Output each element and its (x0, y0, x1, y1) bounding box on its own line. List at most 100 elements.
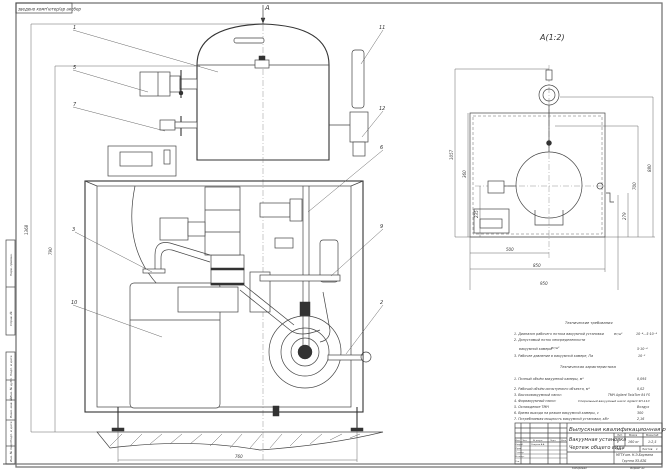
sig-header-date: Дата (560, 440, 567, 442)
sig-row-developer: Разраб. (516, 443, 524, 446)
dim-side-frame-height: 360 (462, 170, 467, 178)
col-header-mass: Масса (629, 433, 638, 437)
title-block: Выпускная квалификационная работа Вакуум… (514, 422, 666, 470)
dim-side-bottom: 950 (540, 281, 548, 286)
callout-leaders (72, 29, 384, 355)
tech-req-1-unit: Вт/м³ (614, 332, 623, 336)
dim-side-low-right: 279 (622, 212, 627, 220)
callout-3: 3 (72, 227, 75, 233)
side-stamp-7: Инв. № подл. (9, 441, 13, 462)
lit-value: У (617, 440, 620, 444)
side-stamp-3: Подп. и дата (9, 355, 13, 376)
side-stamp-1: Перв. примен. (9, 253, 13, 276)
sheets-label: Листов (641, 447, 653, 451)
callout-7: 7 (73, 102, 77, 108)
dim-side-low-left: 235 (474, 210, 479, 218)
top-left-stamp-text: зведено комп'ютер/ар аксбер (18, 7, 81, 12)
tech-req-1-value: 10⁻⁴...5·10⁻⁴ (636, 332, 657, 336)
work-type: Выпускная квалификационная работа (569, 427, 666, 433)
vacuum-chamber (196, 23, 330, 161)
col-header-lit: Лит. (616, 433, 623, 437)
tech-req-4-value: 10⁻² (638, 354, 646, 358)
dim-side-overall-height: 1057 (449, 149, 454, 160)
tech-char-4: 4. Форвакуумный насос: (514, 399, 556, 403)
technical-requirements: Технические требования 1. Диапазон рабоч… (514, 321, 657, 358)
dim-side-width: 850 (533, 263, 541, 268)
sig-row-tcontrol: Т.контр. (516, 452, 525, 454)
developer-name: Смирнов А.А. (531, 443, 545, 446)
col-header-scale: Масштаб (646, 433, 659, 437)
format-label: Формат А1 (630, 466, 645, 470)
dim-front-frame-height: 790 (48, 247, 53, 255)
tech-char-1-value: 0,095 (637, 377, 646, 381)
callout-5: 5 (73, 65, 76, 71)
dim-side-mid-height: 700 (632, 182, 637, 190)
tech-char-3: 3. Высоковакуумный насос: (514, 393, 562, 397)
copied-label: Копировал (572, 466, 587, 470)
tech-req-1: 1. Диапазон рабочего потока вакуумной ус… (514, 332, 605, 336)
tech-req-3-unit: Вт/м³ (551, 346, 560, 350)
organization-line2: Группа ЭЗ-82Б (622, 459, 647, 463)
sheet-label: Лист (615, 447, 623, 451)
tech-req-3: вакуумной камеры (519, 347, 552, 351)
drawing-frame (15, 2, 663, 468)
side-stamp-5: Взам. инв. № (9, 398, 13, 418)
scroll-pump (268, 315, 342, 389)
top-left-stamp: зведено комп'ютер/ар аксбер (15, 2, 81, 14)
callout-1: 1 (73, 25, 76, 31)
tech-char-2-value: 0,02 (637, 387, 644, 391)
dim-front-base-width: 760 (235, 454, 243, 459)
callout-9: 9 (380, 224, 383, 230)
callout-2: 2 (380, 300, 383, 306)
tech-char-1: 1. Полный объём вакуумной камеры, м³ (514, 377, 584, 381)
side-stamp-2: Справ. № (9, 311, 13, 326)
sig-header-sign: Подп. (550, 440, 556, 442)
sig-header-list: Лист (521, 440, 528, 442)
sig-row-checker: Пров. (516, 448, 522, 450)
sig-row-ncontrol: Н.контр. (516, 456, 525, 458)
callout-11: 11 (379, 25, 385, 31)
sig-header-izm: Изм. (516, 440, 521, 442)
drawing-name-line1: Вакуумная установка (569, 437, 626, 443)
callout-10: 10 (71, 300, 77, 306)
scale-value: 1:2,5 (648, 440, 656, 444)
tech-req-title: Технические требования (565, 321, 613, 325)
section-title: А(1:2) (539, 33, 565, 42)
side-stamp-6: Подп. и дата (9, 421, 13, 442)
tech-req-2: 2. Допустимый поток неопределенности (514, 338, 586, 342)
dim-side-half-width: 500 (506, 247, 514, 252)
side-stamp: Перв. примен. Справ. № Подп. и дата Инв.… (5, 239, 16, 465)
tech-char-7: 7. Потребляемая мощность вакуумной устан… (514, 417, 609, 421)
sig-row-approved: Утв. (516, 461, 521, 463)
support-frame (84, 180, 364, 413)
tech-char-5: 5. Охлаждение ТМН (514, 405, 549, 409)
dim-side-right-height: 880 (647, 164, 652, 172)
technical-characteristics: Техническая характеристика 1. Полный объ… (514, 365, 650, 421)
sig-header-doc: № докум. (532, 439, 543, 442)
tech-char-6-value: 300 (637, 411, 643, 415)
tech-req-4: 3. Рабочее давление в вакуумной камере, … (514, 354, 593, 358)
sheets-count: 1 (656, 447, 658, 451)
tech-char-2: 2. Рабочий объём испытуемого объекта, м³ (514, 387, 590, 391)
side-stamp-4: Инв. № дубл. (9, 377, 13, 398)
tech-req-3-value: 5·10⁻⁴ (637, 347, 648, 351)
callout-6: 6 (380, 145, 383, 151)
mass-value: 160 кг (628, 440, 639, 444)
tech-char-title: Техническая характеристика (560, 365, 616, 369)
fore-pump (129, 282, 221, 409)
view-marker: А (264, 4, 270, 12)
callouts: 1 5 7 3 10 11 12 6 9 2 (71, 25, 385, 306)
tech-char-6: 6. Время выхода на режим вакуумной камер… (514, 411, 599, 415)
section-view-a: А(1:2) (449, 33, 655, 290)
floor-hatch (109, 433, 361, 449)
callout-12: 12 (379, 106, 385, 112)
front-view: А 1368 790 (24, 4, 384, 462)
organization-line1: МГТУ им. Н.Э.Баумана (616, 453, 653, 457)
tech-char-5-value: Воздух (637, 405, 649, 409)
drawing-name-line2: Чертеж общего вида (569, 445, 625, 451)
dim-front-overall-height: 1368 (24, 224, 29, 235)
tech-char-4-value: Спиральный вакуумный насос Agilent SH-11… (578, 399, 650, 403)
tech-char-3-value: ТМН Agilent TwisTorr 84 FS (608, 393, 650, 397)
tech-char-7-value: 2,16 (637, 417, 644, 421)
